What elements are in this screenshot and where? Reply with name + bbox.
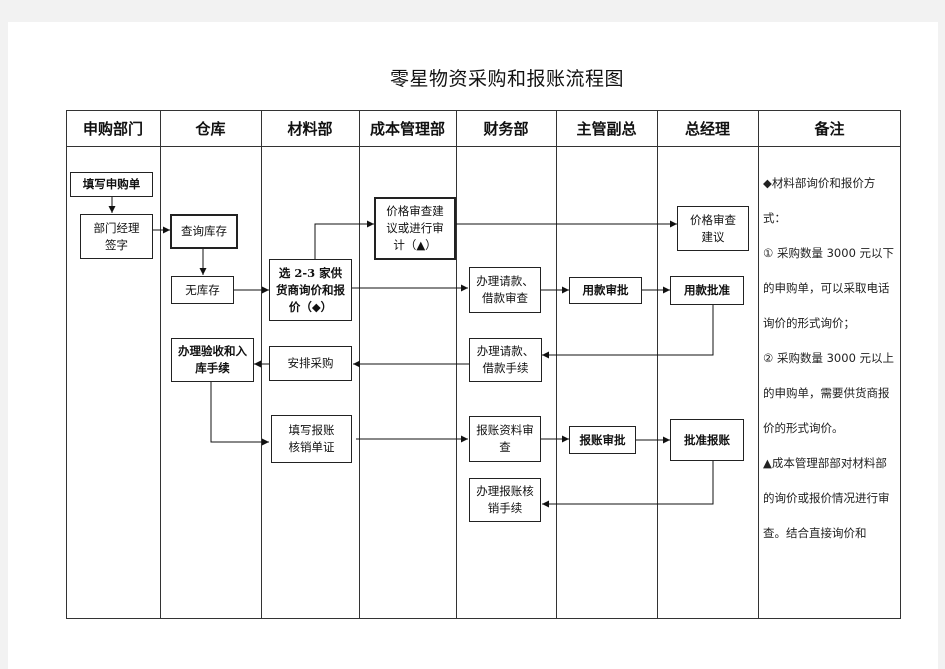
box-gm-payment-approve: 用款批准 <box>670 276 744 305</box>
header-warehouse: 仓库 <box>195 119 226 138</box>
remark-below-3000: ① 采购数量 3000 元以下的申购单，可以采取电话询价的形式询价； <box>763 246 895 330</box>
remark-inquiry-method: ◆材料部询价和报价方式： <box>763 176 876 225</box>
arrow-gm-to-reimburse-proc <box>542 461 714 508</box>
header-finance: 财务部 <box>483 119 529 138</box>
box-receive-storage: 办理验收和入库手续 <box>171 338 254 382</box>
swimlane-table <box>66 110 901 619</box>
box-vp-payment-approve: 用款审批 <box>569 277 642 304</box>
box-price-review: 价格审查建议或进行审计（▲） <box>374 197 456 260</box>
flowchart-title: 零星物资采购和报账流程图 <box>390 68 625 90</box>
remarks-text: ◆材料部询价和报价方式： ① 采购数量 3000 元以下的申购单，可以采取电话询… <box>763 166 897 551</box>
box-finance-reimburse-procedure: 办理报账核销手续 <box>469 478 541 522</box>
arrow-receive-to-reimburse <box>210 382 269 446</box>
box-vp-reimburse-approve: 报账审批 <box>569 426 636 454</box>
remark-cost-review: ▲成本管理部部对材料部的询价或报价情况进行审查。结合直接询价和 <box>763 456 890 540</box>
header-materials-dept: 材料部 <box>287 119 333 138</box>
column-divider <box>758 110 759 619</box>
box-dept-manager-sign: 部门经理签字 <box>80 214 153 259</box>
column-divider <box>556 110 557 619</box>
box-check-inventory: 查询库存 <box>170 214 238 249</box>
arrow-gm-to-loan-proc <box>542 305 714 359</box>
box-finance-loan-review: 办理请款、借款审查 <box>469 267 541 313</box>
column-divider <box>160 110 161 619</box>
header-remarks: 备注 <box>814 119 845 138</box>
box-fill-reimbursement: 填写报账核销单证 <box>271 415 352 463</box>
header-cost-management: 成本管理部 <box>369 119 445 138</box>
box-arrange-purchase: 安排采购 <box>269 346 352 381</box>
box-gm-price-review: 价格审查建议 <box>677 206 749 251</box>
box-inquiry: 选 2-3 家供货商询价和报价（◆） <box>269 259 352 321</box>
column-divider <box>657 110 658 619</box>
header-purchasing-dept: 申购部门 <box>82 119 143 138</box>
header-vice-president: 主管副总 <box>576 119 637 138</box>
header-general-manager: 总经理 <box>684 119 730 138</box>
box-no-stock: 无库存 <box>171 276 234 304</box>
arrow-inquiry-to-review <box>314 220 374 259</box>
box-gm-reimburse-approve: 批准报账 <box>670 419 744 461</box>
box-finance-reimburse-review: 报账资料审查 <box>469 416 541 462</box>
box-finance-loan-procedure: 办理请款、借款手续 <box>469 338 542 382</box>
remark-above-3000: ② 采购数量 3000 元以上的申购单，需要供货商报价的形式询价。 <box>763 351 895 435</box>
header-divider <box>66 146 901 147</box>
box-fill-request: 填写申购单 <box>70 172 153 197</box>
